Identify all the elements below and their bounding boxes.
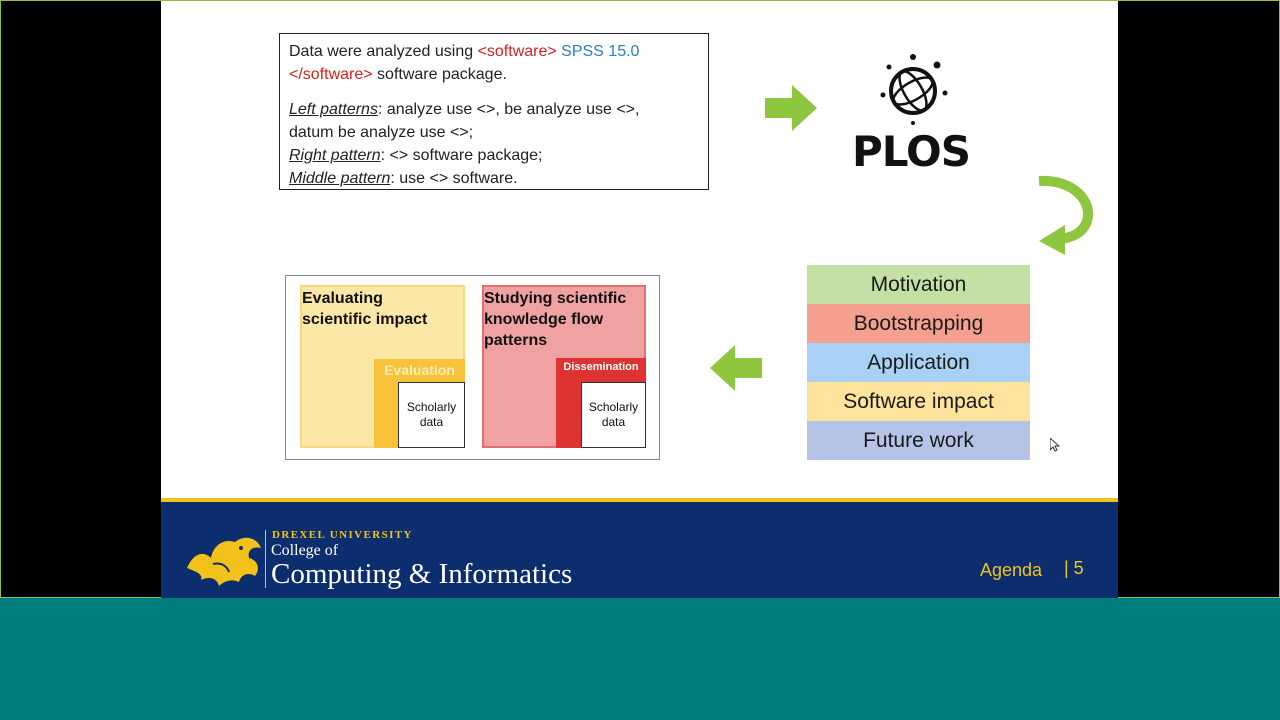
presentation-slide: Data were analyzed using <software> SPSS… xyxy=(161,1,1118,598)
sentence-text-end: software package. xyxy=(372,66,507,83)
mouse-cursor-icon xyxy=(1050,438,1060,452)
middle-pattern-line: Middle pattern: use <> software. xyxy=(289,167,699,190)
right-pattern-text: : <> software package; xyxy=(380,147,543,164)
studying-flow-title: Studying scientific knowledge flow patte… xyxy=(484,290,627,349)
sentence-text: Data were analyzed using xyxy=(289,43,478,60)
dragon-logo-icon xyxy=(187,537,261,586)
agenda-item-software-impact: Software impact xyxy=(807,382,1030,421)
right-arrow-icon xyxy=(765,85,817,131)
plos-logo-text: PLOS xyxy=(851,127,971,176)
college-of-label: College of xyxy=(271,542,339,559)
software-close-tag: </software> xyxy=(289,66,373,83)
middle-pattern-text: : use <> software. xyxy=(390,170,518,187)
scholarly-data-box-study: Scholarly data xyxy=(581,382,646,448)
slide-page-number: | 5 xyxy=(1064,558,1084,578)
evaluating-impact-title: Evaluating scientific impact xyxy=(302,290,428,328)
college-name: Computing & Informatics xyxy=(271,558,573,590)
video-player-area: Data were analyzed using <software> SPSS… xyxy=(0,0,1280,598)
agenda-item-application: Application xyxy=(807,343,1030,382)
curved-arrow-icon xyxy=(1038,175,1093,255)
agenda-list: Motivation Bootstrapping Application Sof… xyxy=(807,265,1030,460)
left-arrow-icon xyxy=(710,345,762,391)
plos-logo: PLOS xyxy=(847,53,975,177)
footer-section-label: Agenda xyxy=(980,560,1043,580)
agenda-item-future-work: Future work xyxy=(807,421,1030,460)
agenda-item-bootstrapping: Bootstrapping xyxy=(807,304,1030,343)
left-patterns-text: : analyze use <>, be analyze use <>, xyxy=(377,101,640,118)
research-diagram: Evaluating scientific impact Evaluation … xyxy=(285,275,660,460)
software-name: SPSS 15.0 xyxy=(556,43,640,60)
logo-divider xyxy=(265,530,266,588)
agenda-item-motivation: Motivation xyxy=(807,265,1030,304)
evaluation-label: Evaluation xyxy=(384,362,455,378)
slide-footer: DREXEL UNIVERSITY College of Computing &… xyxy=(161,498,1118,598)
example-text-box: Data were analyzed using <software> SPSS… xyxy=(279,33,709,190)
right-pattern-label: Right pattern xyxy=(289,147,381,164)
dissemination-label: Dissemination xyxy=(563,361,639,373)
plos-globe-icon xyxy=(880,54,948,125)
right-pattern-line: Right pattern: <> software package; xyxy=(289,144,699,167)
example-sentence-line2: </software> software package. xyxy=(289,63,699,86)
left-patterns-label: Left patterns xyxy=(289,101,378,118)
university-name: DREXEL UNIVERSITY xyxy=(272,529,413,541)
scholarly-data-box-eval: Scholarly data xyxy=(398,382,465,448)
software-open-tag: <software> xyxy=(477,43,557,60)
middle-pattern-label: Middle pattern xyxy=(289,170,391,187)
left-patterns-line2: datum be analyze use <>; xyxy=(289,124,474,141)
example-sentence-line1: Data were analyzed using <software> SPSS… xyxy=(289,40,699,63)
left-patterns-line: Left patterns: analyze use <>, be analyz… xyxy=(289,98,699,121)
